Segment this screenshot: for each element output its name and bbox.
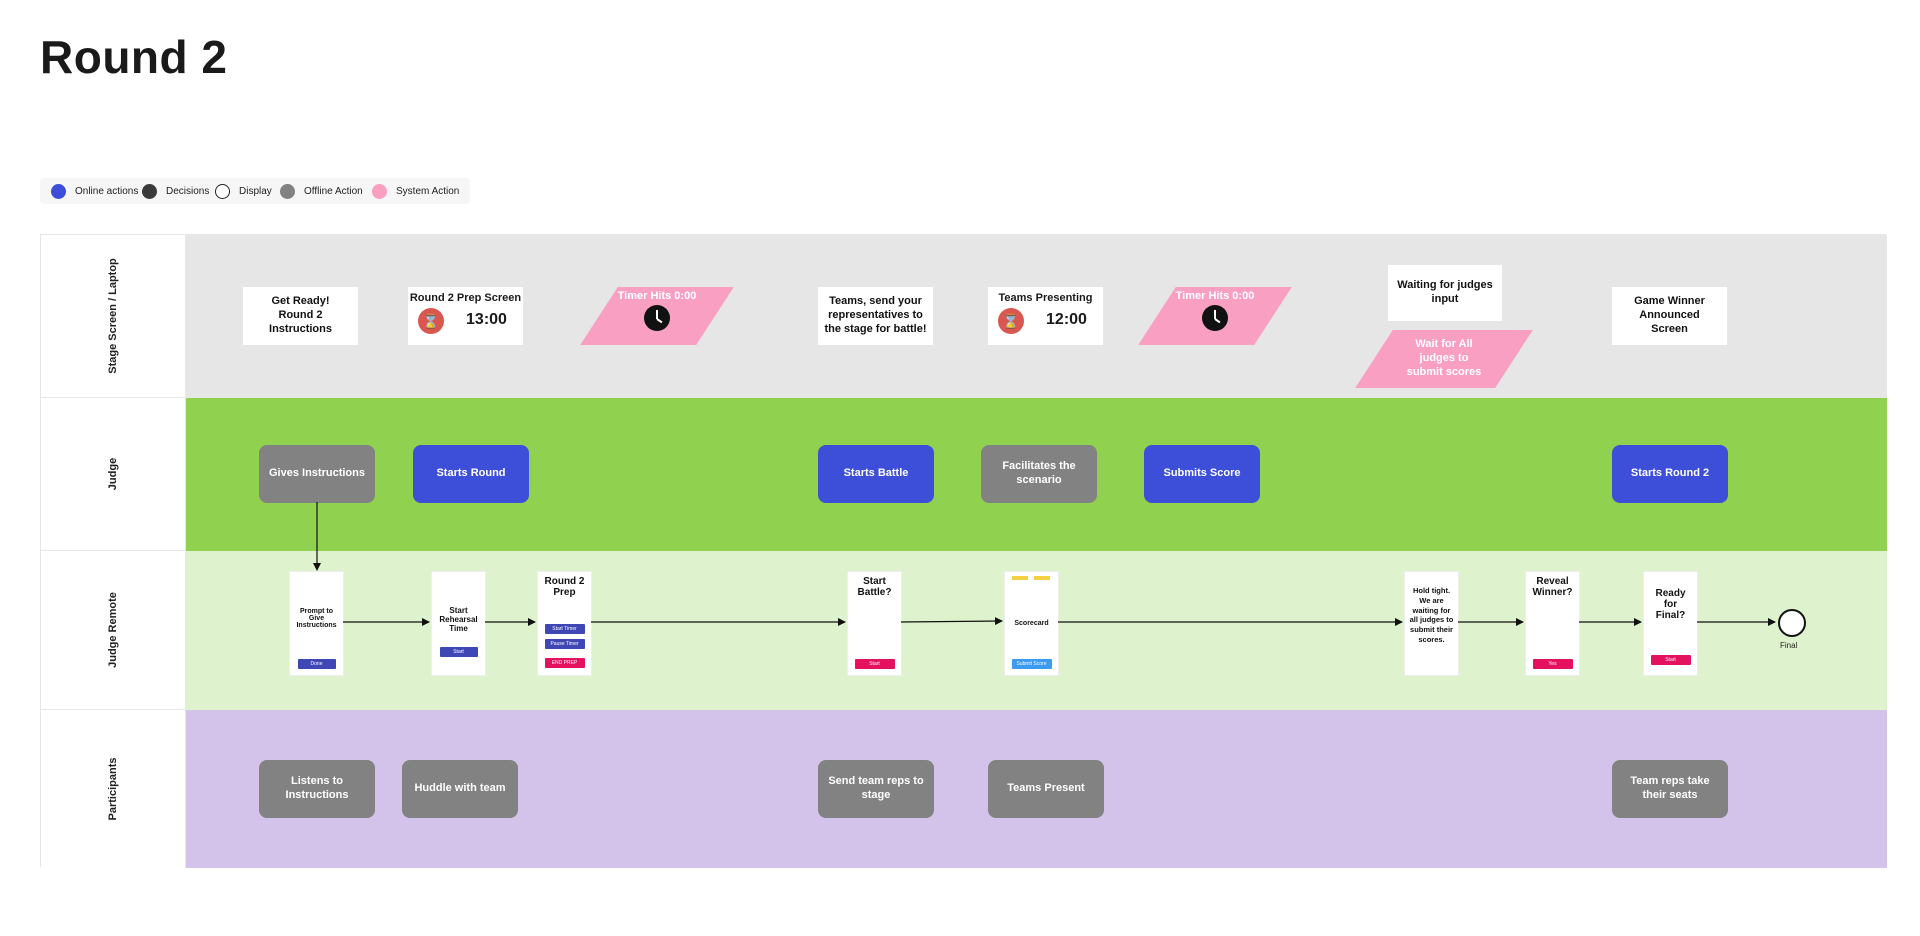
- filled-circle-icon: [142, 183, 157, 199]
- remote-screen-text: Start Battle?: [857, 576, 892, 598]
- lane-body: Get Ready! Round 2 Instructions Round 2 …: [186, 235, 1887, 398]
- action-huddle-team: Huddle with team: [402, 760, 518, 818]
- lane-label: Stage Screen / Laptop: [107, 258, 119, 374]
- action-listens-instructions: Listens to Instructions: [259, 760, 375, 818]
- lane-label-cell: Judge: [41, 398, 186, 551]
- action-facilitates-scenario: Facilitates the scenario: [981, 445, 1097, 503]
- timer-hits-label: Timer Hits 0:00: [1175, 290, 1255, 302]
- legend: Online actions Decisions Display Offline…: [40, 178, 470, 204]
- score-tag: [1034, 576, 1050, 580]
- legend-label: Display: [239, 185, 272, 197]
- remote-screen-text: Scorecard: [1014, 620, 1049, 627]
- remote-screen-prep: Round 2 Prep Start Timer Pause Timer END…: [538, 572, 591, 675]
- yes-button[interactable]: Yes: [1532, 659, 1573, 669]
- start-button[interactable]: Start: [439, 647, 478, 657]
- system-timer-hits-1: Timer Hits 0:00: [580, 287, 734, 345]
- display-teams-presenting: Teams Presenting ⌛ 12:00: [988, 287, 1103, 345]
- start-timer-button[interactable]: Start Timer: [544, 624, 585, 634]
- display-send-reps: Teams, send your representatives to the …: [818, 287, 933, 345]
- remote-screen-prompt: Prompt to Give Instructions Done: [290, 572, 343, 675]
- legend-label: System Action: [396, 185, 460, 197]
- remote-screen-text: Start Rehearsal Time: [439, 606, 478, 633]
- legend-item-offline-action: Offline Action: [280, 183, 363, 199]
- remote-screen-text: Ready for Final?: [1655, 588, 1686, 621]
- action-gives-instructions: Gives Instructions: [259, 445, 375, 503]
- lane-label-cell: Participants: [41, 710, 186, 868]
- remote-screen-reveal: Reveal Winner? Yes: [1526, 572, 1579, 675]
- end-event-label: Final: [1780, 641, 1798, 650]
- lane-label: Participants: [107, 757, 119, 821]
- lane-label: Judge Remote: [107, 592, 119, 668]
- lane-judge: Judge Gives Instructions Starts Round St…: [41, 398, 1887, 551]
- display-waiting-judges: Waiting for judges input: [1388, 265, 1502, 321]
- action-teams-present: Teams Present: [988, 760, 1104, 818]
- lane-judge-remote: Judge Remote Prompt to Give Instructions…: [41, 551, 1887, 710]
- action-send-reps: Send team reps to stage: [818, 760, 934, 818]
- pause-timer-button[interactable]: Pause Timer: [544, 639, 585, 649]
- display-prep-screen: Round 2 Prep Screen ⌛ 13:00: [408, 287, 523, 345]
- swimlane-diagram: Stage Screen / Laptop Get Ready! Round 2…: [40, 234, 1887, 868]
- legend-label: Online actions: [75, 185, 139, 197]
- hourglass-icon: ⌛: [418, 308, 444, 334]
- legend-item-online-actions: Online actions: [51, 183, 138, 199]
- legend-item-display: Display: [215, 183, 272, 199]
- filled-circle-icon: [372, 183, 387, 199]
- ready-final-start-button[interactable]: Start: [1650, 655, 1691, 665]
- action-submits-score: Submits Score: [1144, 445, 1260, 503]
- clock-icon: [644, 305, 670, 331]
- wait-all-label: Wait for All judges to submit scores: [1406, 338, 1482, 378]
- remote-screen-scorecard: Scorecard Submit Score: [1005, 572, 1058, 675]
- remote-screen-text: Hold tight. We are waiting for all judge…: [1409, 586, 1454, 644]
- legend-label: Offline Action: [304, 185, 363, 197]
- display-get-ready: Get Ready! Round 2 Instructions: [243, 287, 358, 345]
- display-winner-screen: Game Winner Announced Screen: [1612, 287, 1727, 345]
- end-event-icon: [1778, 609, 1806, 637]
- legend-item-system-action: System Action: [372, 183, 459, 199]
- system-timer-hits-2: Timer Hits 0:00: [1138, 287, 1292, 345]
- filled-circle-icon: [51, 183, 66, 199]
- legend-item-decisions: Decisions: [142, 183, 209, 199]
- prep-screen-title: Round 2 Prep Screen: [409, 292, 522, 304]
- lane-body: Listens to Instructions Huddle with team…: [186, 710, 1887, 868]
- lane-body: Gives Instructions Starts Round Starts B…: [186, 398, 1887, 551]
- end-prep-button[interactable]: END PREP: [544, 658, 585, 668]
- action-starts-round: Starts Round: [413, 445, 529, 503]
- remote-screen-start-battle: Start Battle? Start: [848, 572, 901, 675]
- action-starts-round-2: Starts Round 2: [1612, 445, 1728, 503]
- lane-body: Prompt to Give Instructions Done Start R…: [186, 551, 1887, 710]
- done-button[interactable]: Done: [297, 659, 336, 669]
- clock-icon: [1202, 305, 1228, 331]
- system-wait-all-judges: Wait for All judges to submit scores: [1355, 330, 1533, 388]
- legend-label: Decisions: [166, 185, 210, 197]
- score-tag: [1012, 576, 1028, 580]
- teams-presenting-title: Teams Presenting: [998, 292, 1093, 304]
- hourglass-icon: ⌛: [998, 308, 1024, 334]
- lane-participants: Participants Listens to Instructions Hud…: [41, 710, 1887, 868]
- timer-hits-label: Timer Hits 0:00: [617, 290, 697, 302]
- remote-screen-ready-final: Ready for Final? Start: [1644, 572, 1697, 675]
- filled-circle-icon: [280, 183, 295, 199]
- remote-screen-rehearsal: Start Rehearsal Time Start: [432, 572, 485, 675]
- remote-screen-hold-tight: Hold tight. We are waiting for all judge…: [1405, 572, 1458, 675]
- teams-presenting-time: 12:00: [1046, 311, 1087, 328]
- lane-stage-screen: Stage Screen / Laptop Get Ready! Round 2…: [41, 235, 1887, 398]
- remote-screen-text: Reveal Winner?: [1532, 576, 1573, 598]
- remote-screen-text: Round 2 Prep: [544, 576, 585, 598]
- lane-label: Judge: [107, 457, 119, 491]
- submit-score-button[interactable]: Submit Score: [1011, 659, 1052, 669]
- prep-screen-time: 13:00: [466, 311, 507, 328]
- lane-label-cell: Stage Screen / Laptop: [41, 235, 186, 398]
- remote-screen-text: Prompt to Give Instructions: [296, 608, 337, 629]
- page-title: Round 2: [40, 31, 228, 83]
- lane-label-cell: Judge Remote: [41, 551, 186, 710]
- action-starts-battle: Starts Battle: [818, 445, 934, 503]
- outline-circle-icon: [215, 183, 230, 199]
- action-reps-take-seats: Team reps take their seats: [1612, 760, 1728, 818]
- start-battle-button[interactable]: Start: [854, 659, 895, 669]
